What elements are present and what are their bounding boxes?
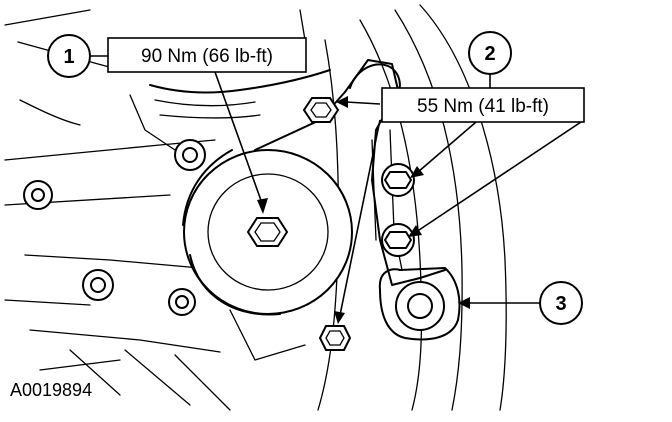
callout-circle xyxy=(468,31,512,75)
engine-background-linework xyxy=(4,4,507,411)
pulley-center-bolt xyxy=(246,217,289,247)
torque-label-box xyxy=(107,37,307,73)
background-bolts xyxy=(23,139,206,316)
callout-3: 3 xyxy=(539,281,583,325)
torque-label-text: 55 Nm (41 lb-ft) xyxy=(417,96,549,117)
arrowhead-torque-90 xyxy=(257,198,268,214)
upper-bracket-bolt xyxy=(302,97,340,123)
leader-torque-90 xyxy=(214,71,264,207)
tensioner-pulley xyxy=(182,149,353,316)
callout-circle xyxy=(539,281,583,325)
torque-label-text: 90 Nm (66 lb-ft) xyxy=(141,46,273,67)
callout-2: 2 xyxy=(468,31,512,75)
callout-number: 3 xyxy=(555,293,566,315)
callout-number: 2 xyxy=(484,43,495,65)
lower-bracket-bolt xyxy=(318,325,352,351)
middle-bracket-bolt-lower xyxy=(381,223,415,257)
mount-bushing xyxy=(378,267,461,341)
torque-label-55: 55 Nm (41 lb-ft) xyxy=(381,87,585,123)
callout-1: 1 xyxy=(47,34,108,78)
bracket-bolts xyxy=(302,97,415,351)
leader-lines xyxy=(214,71,585,324)
torque-label-box xyxy=(381,87,585,123)
torque-label-90: 90 Nm (66 lb-ft) xyxy=(107,37,307,73)
figure-id: A0019894 xyxy=(10,380,92,400)
middle-bracket-bolt-upper xyxy=(381,163,415,197)
callout-number: 1 xyxy=(63,46,74,68)
